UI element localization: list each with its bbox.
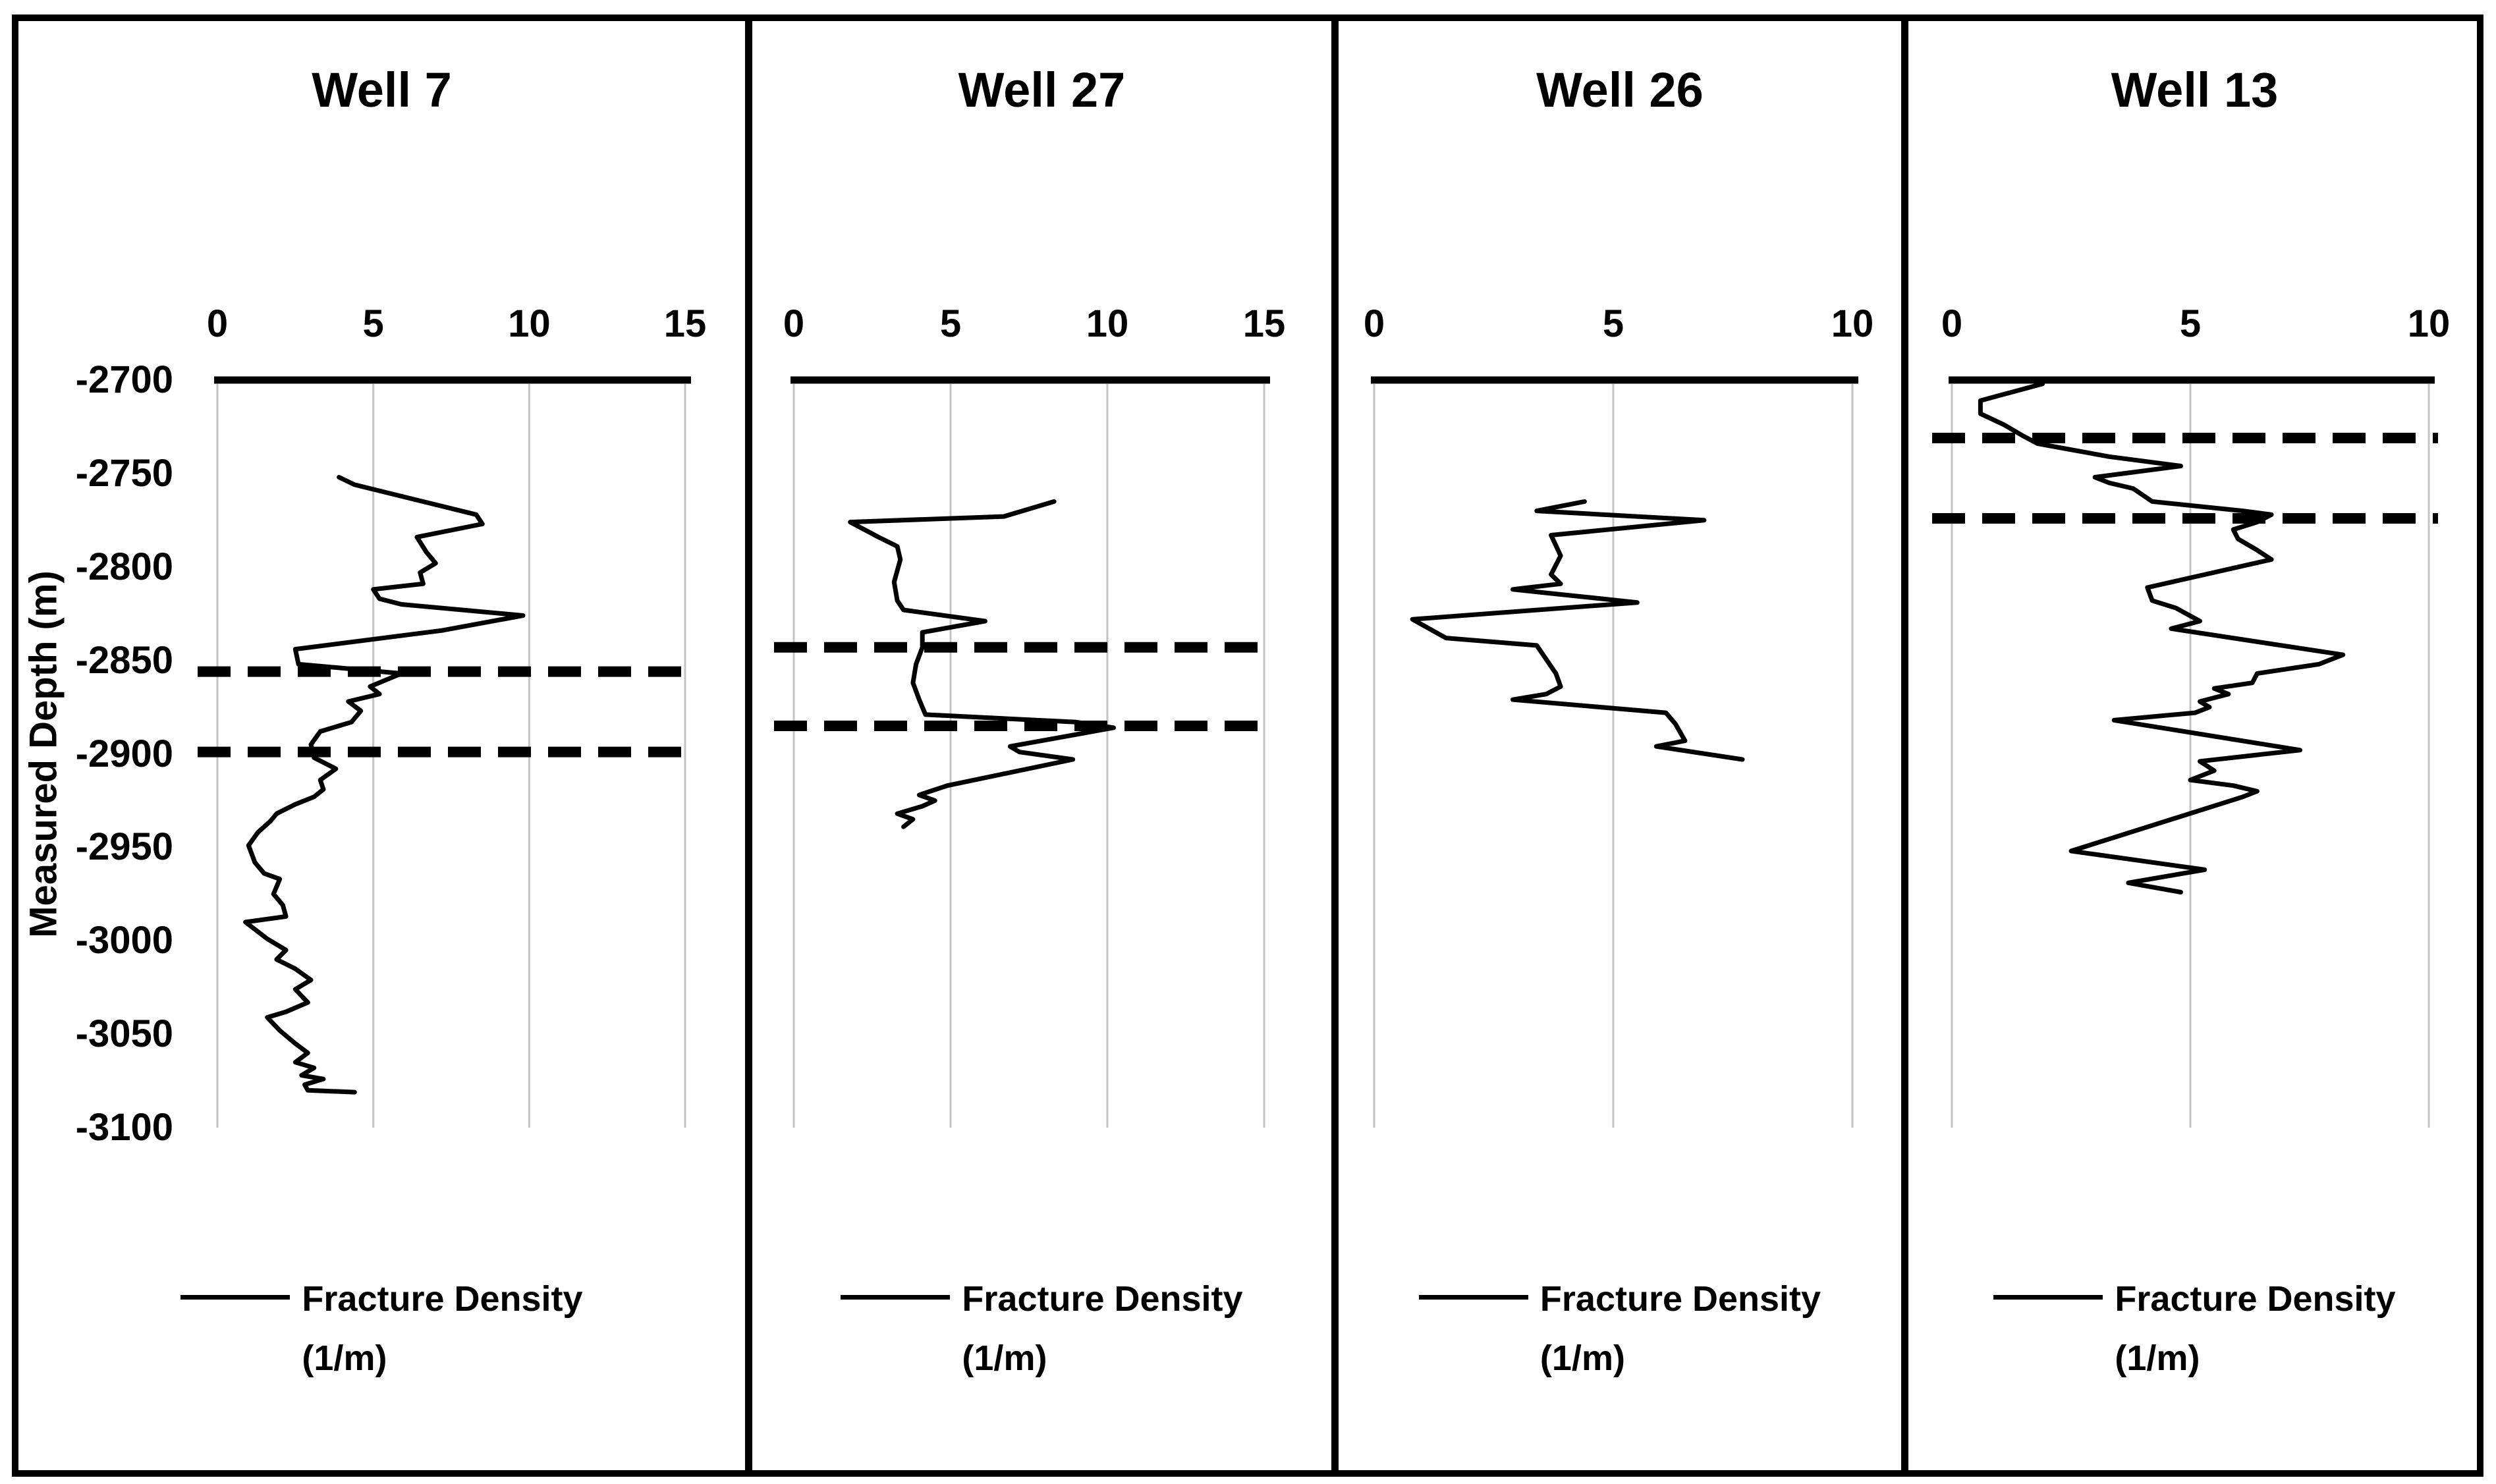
y-tick-label: -2850 xyxy=(75,638,173,682)
x-tick-label: 5 xyxy=(939,302,962,345)
y-tick-label: -2900 xyxy=(75,732,173,775)
y-tick-label: -3050 xyxy=(75,1012,173,1056)
legend-label: Fracture Density xyxy=(302,1279,583,1319)
x-tick-label: 0 xyxy=(1941,302,1963,345)
panel-title-well-27: Well 27 xyxy=(958,63,1126,117)
legend-text: Fracture Density (1/m) xyxy=(1540,1278,1821,1379)
x-tick-label: 15 xyxy=(663,302,707,345)
x-tick-label: 0 xyxy=(783,302,805,345)
legend-unit: (1/m) xyxy=(962,1338,1047,1378)
y-tick-label: -2700 xyxy=(75,358,173,401)
x-tick-label: 10 xyxy=(1831,302,1874,345)
panel-separator-3 xyxy=(1901,14,1908,1477)
legend-label: Fracture Density xyxy=(2115,1279,2396,1319)
x-tick-label: 10 xyxy=(508,302,551,345)
legend-line-swatch xyxy=(841,1295,951,1300)
y-tick-label: -2750 xyxy=(75,451,173,495)
legend-well-7: Fracture Density (1/m) xyxy=(18,1278,745,1379)
legend-well-13: Fracture Density (1/m) xyxy=(1908,1278,2481,1379)
legend-line-swatch xyxy=(180,1295,291,1300)
legend-text: Fracture Density (1/m) xyxy=(2115,1278,2395,1379)
legend-label: Fracture Density xyxy=(962,1279,1243,1319)
legend-line-swatch xyxy=(1418,1295,1528,1300)
legend-unit: (1/m) xyxy=(302,1338,387,1378)
legend-unit: (1/m) xyxy=(2115,1338,2200,1378)
legend-line-swatch xyxy=(1993,1295,2103,1300)
legend-well-26: Fracture Density (1/m) xyxy=(1339,1278,1901,1379)
x-tick-label: 10 xyxy=(1086,302,1129,345)
y-tick-label: -2950 xyxy=(75,825,173,869)
panel-title-well-7: Well 7 xyxy=(312,63,452,117)
legend-text: Fracture Density (1/m) xyxy=(962,1278,1242,1379)
figure-border xyxy=(12,14,2483,1477)
legend-label: Fracture Density xyxy=(1539,1279,1821,1319)
x-tick-label: 10 xyxy=(2407,302,2451,345)
x-tick-label: 0 xyxy=(206,302,229,345)
legend-well-27: Fracture Density (1/m) xyxy=(752,1278,1331,1379)
panel-separator-2 xyxy=(1331,14,1339,1477)
x-tick-label: 5 xyxy=(362,302,384,345)
x-tick-label: 15 xyxy=(1242,302,1286,345)
x-tick-label: 5 xyxy=(2179,302,2202,345)
panel-title-well-26: Well 26 xyxy=(1536,63,1704,117)
panel-title-well-13: Well 13 xyxy=(2111,63,2279,117)
y-tick-label: -3100 xyxy=(75,1106,173,1149)
x-tick-label: 0 xyxy=(1363,302,1385,345)
y-tick-label: -3000 xyxy=(75,919,173,962)
y-tick-label: -2800 xyxy=(75,545,173,588)
legend-text: Fracture Density (1/m) xyxy=(302,1278,582,1379)
panel-separator-1 xyxy=(745,14,752,1477)
x-tick-label: 5 xyxy=(1602,302,1624,345)
legend-unit: (1/m) xyxy=(1539,1338,1625,1378)
